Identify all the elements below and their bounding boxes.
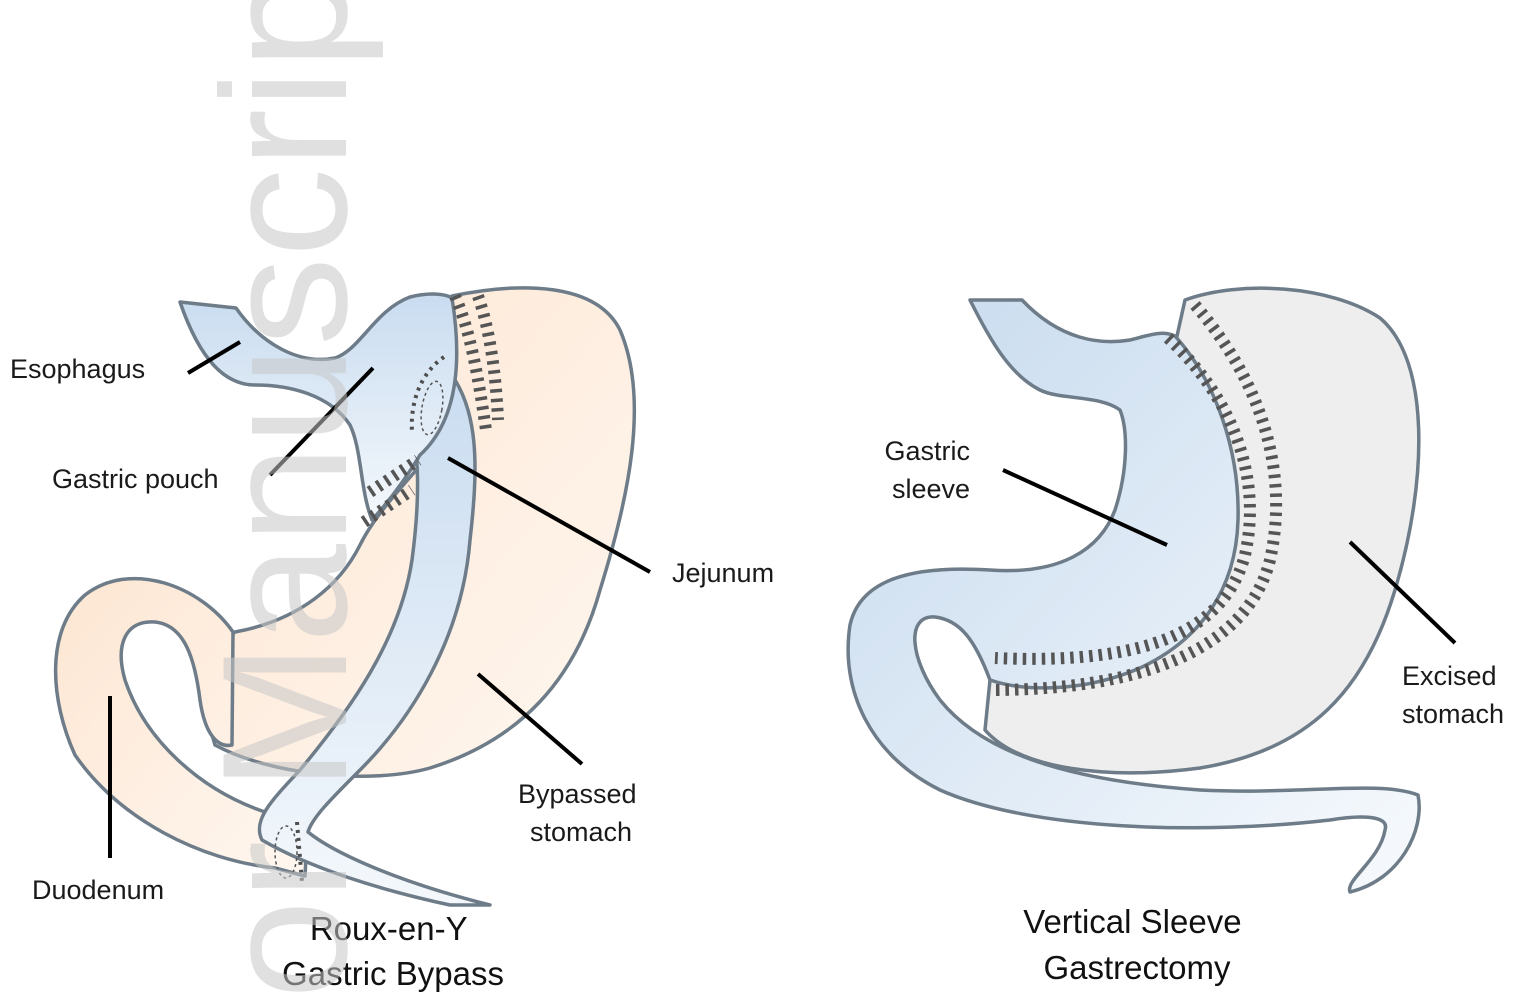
label-bypassed-stomach: Bypassed stomach bbox=[518, 779, 644, 847]
label-esophagus: Esophagus bbox=[10, 354, 145, 384]
label-excised-line-1: Excised bbox=[1402, 661, 1497, 691]
label-excised-line-2: stomach bbox=[1402, 699, 1504, 729]
caption-sleeve: Vertical Sleeve Gastrectomy bbox=[1023, 903, 1250, 986]
label-duodenum: Duodenum bbox=[32, 875, 164, 905]
caption-sleeve-line-2: Gastrectomy bbox=[1043, 949, 1231, 986]
label-sleeve-line-1: Gastric bbox=[884, 436, 970, 466]
roux-en-y-panel: Esophagus Gastric pouch Jejunum Bypassed… bbox=[10, 288, 774, 992]
label-sleeve-line-2: sleeve bbox=[892, 474, 970, 504]
label-bypassed-line-1: Bypassed bbox=[518, 779, 637, 809]
label-gastric-sleeve: Gastric sleeve bbox=[884, 436, 977, 504]
caption-sleeve-line-1: Vertical Sleeve bbox=[1023, 903, 1241, 940]
sleeve-panel: Gastric sleeve Excised stomach Vertical … bbox=[848, 288, 1504, 986]
label-bypassed-line-2: stomach bbox=[530, 817, 632, 847]
manuscript-watermark: or Manuscript bbox=[185, 0, 384, 999]
label-jejunum: Jejunum bbox=[672, 558, 774, 588]
label-excised-stomach: Excised stomach bbox=[1402, 661, 1504, 729]
